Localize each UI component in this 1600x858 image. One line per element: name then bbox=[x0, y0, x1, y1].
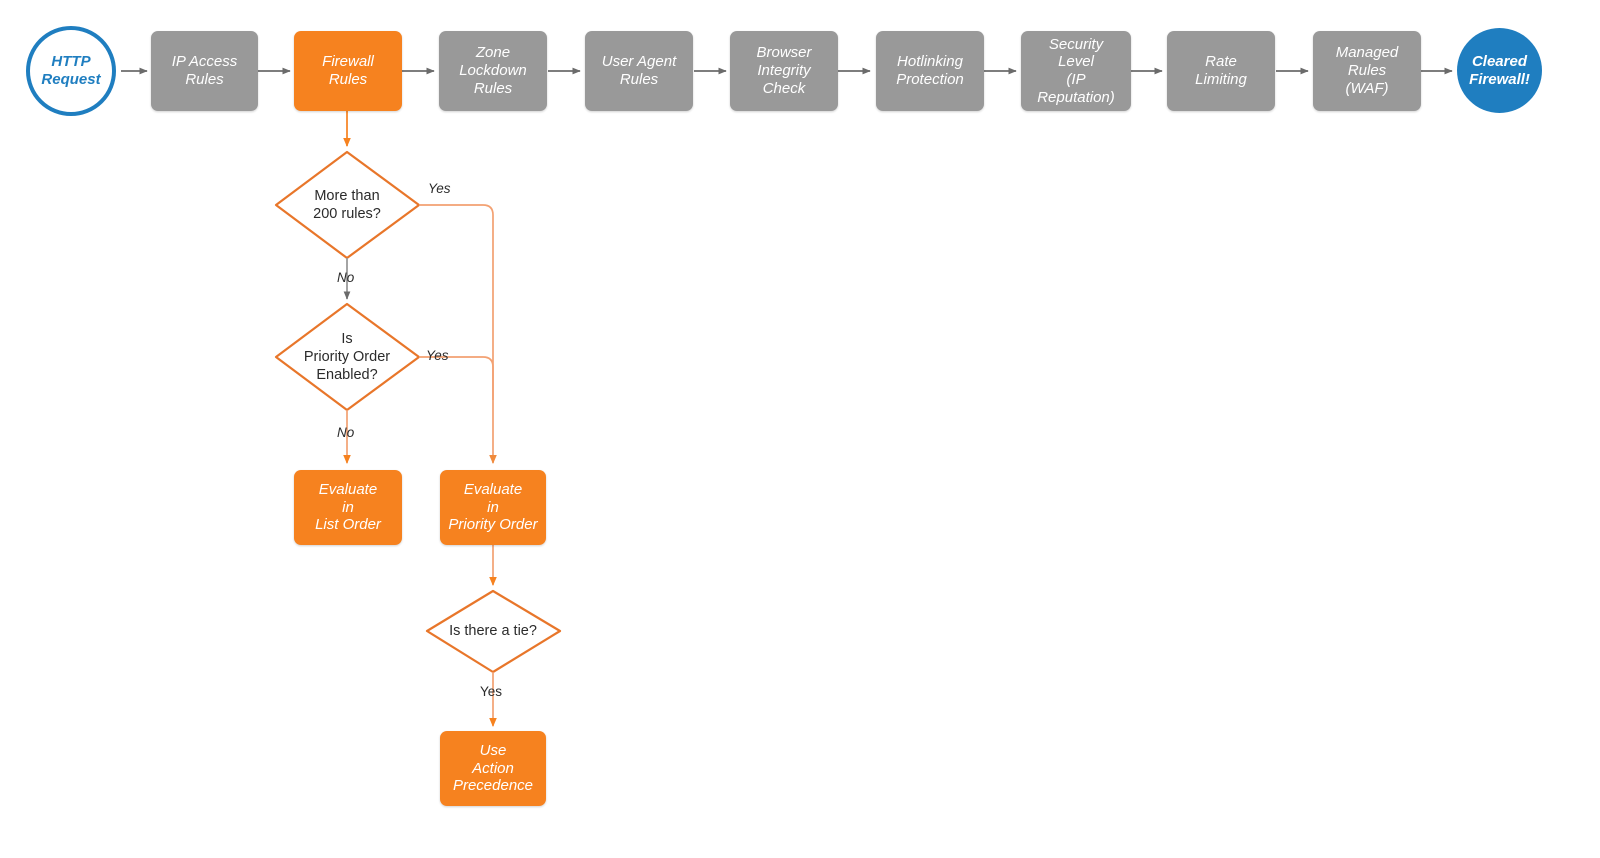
node-http-request[interactable]: HTTP Request bbox=[26, 26, 116, 116]
node-firewall-rules[interactable]: Firewall Rules bbox=[294, 31, 402, 111]
decision-is-priority-order-enabled[interactable]: Is Priority Order Enabled? bbox=[303, 330, 391, 384]
decision-more-than-200-rules[interactable]: More than 200 rules? bbox=[313, 187, 381, 222]
edge-label-more-than-200-no: No bbox=[337, 270, 355, 285]
node-cleared-firewall[interactable]: Cleared Firewall! bbox=[1457, 28, 1542, 113]
node-user-agent-rules[interactable]: User Agent Rules bbox=[585, 31, 693, 111]
edge-label-tie-yes: Yes bbox=[480, 684, 503, 699]
node-hotlinking-protection[interactable]: Hotlinking Protection bbox=[876, 31, 984, 111]
node-use-action-precedence[interactable]: Use Action Precedence bbox=[440, 731, 546, 806]
node-evaluate-in-list-order[interactable]: Evaluate in List Order bbox=[294, 470, 402, 545]
node-ip-access-rules[interactable]: IP Access Rules bbox=[151, 31, 258, 111]
edge-label-more-than-200-yes: Yes bbox=[428, 181, 451, 196]
node-security-level-ip-reputation[interactable]: Security Level (IP Reputation) bbox=[1021, 31, 1131, 111]
node-rate-limiting[interactable]: Rate Limiting bbox=[1167, 31, 1275, 111]
node-browser-integrity-check[interactable]: Browser Integrity Check bbox=[730, 31, 838, 111]
edge-label-priority-enabled-no: No bbox=[337, 425, 355, 440]
node-zone-lockdown-rules[interactable]: Zone Lockdown Rules bbox=[439, 31, 547, 111]
decision-is-there-a-tie[interactable]: Is there a tie? bbox=[449, 622, 537, 639]
edge-label-priority-enabled-yes: Yes bbox=[426, 348, 449, 363]
node-managed-rules-waf[interactable]: Managed Rules (WAF) bbox=[1313, 31, 1421, 111]
node-evaluate-in-priority-order[interactable]: Evaluate in Priority Order bbox=[440, 470, 546, 545]
